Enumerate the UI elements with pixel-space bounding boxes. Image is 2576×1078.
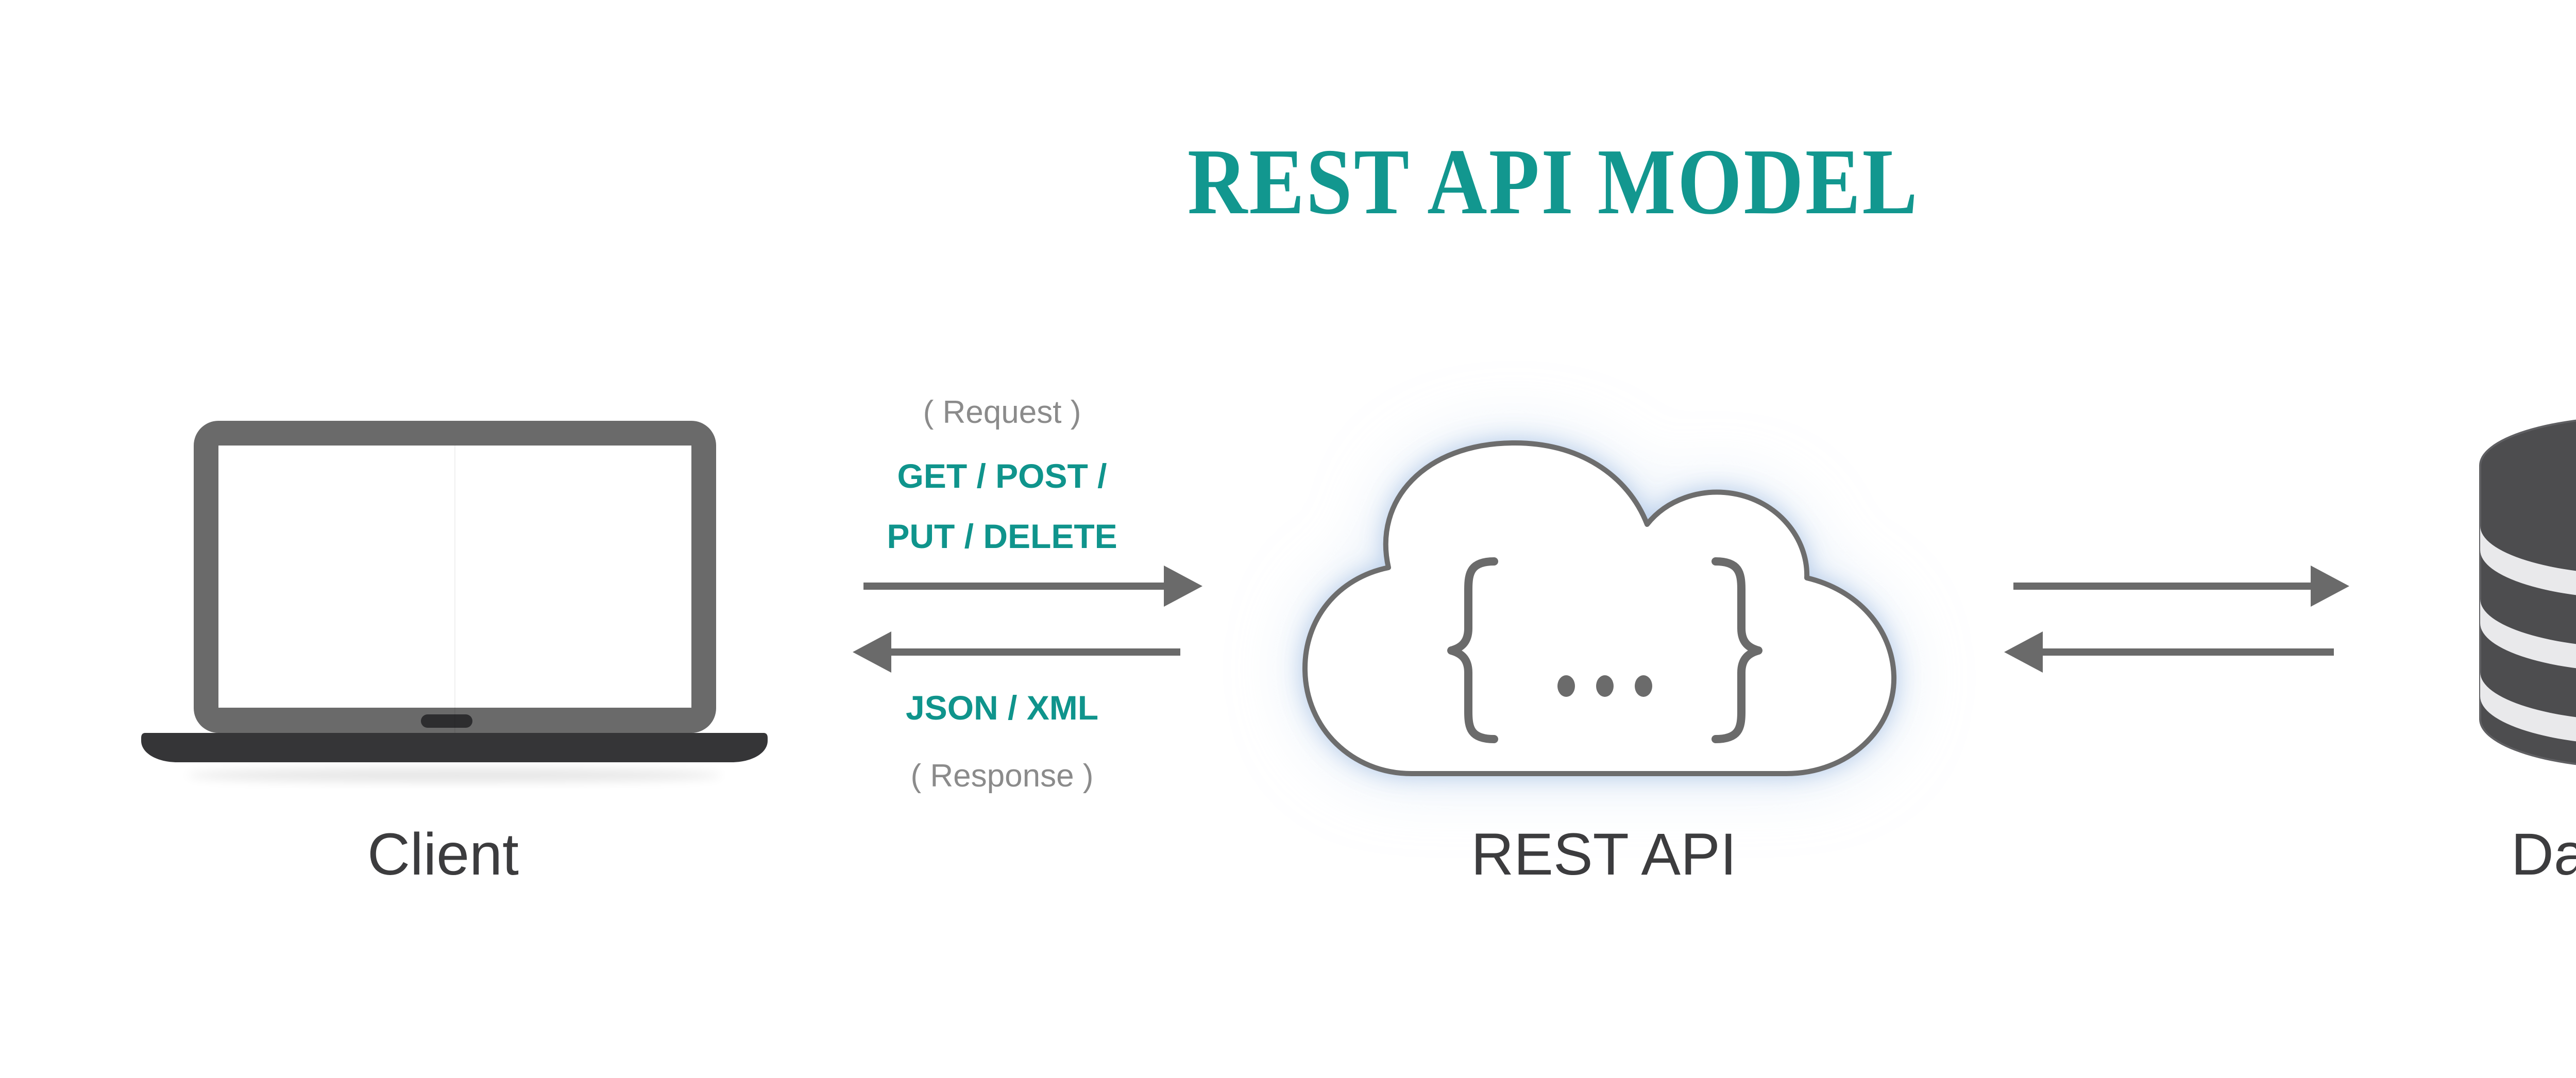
arrow-db-to-api-icon xyxy=(2004,631,2334,673)
laptop-notch xyxy=(421,714,472,728)
database-band xyxy=(2480,599,2576,669)
arrow-head-left xyxy=(853,631,891,673)
response-annotation: ( Response ) xyxy=(910,758,1094,794)
laptop-icon xyxy=(141,421,768,782)
request-annotation: ( Request ) xyxy=(923,395,1081,430)
laptop-base xyxy=(141,733,768,762)
response-formats: JSON / XML xyxy=(905,689,1099,727)
arrow-shaft xyxy=(2013,583,2314,590)
arrow-head-right xyxy=(2311,566,2349,607)
arrow-shaft xyxy=(889,648,1180,656)
request-methods-line2: PUT / DELETE xyxy=(887,517,1117,555)
database-icon xyxy=(2479,419,2576,765)
arrow-api-to-db-icon xyxy=(2013,566,2349,607)
arrow-head-left xyxy=(2004,631,2043,673)
braces-icon xyxy=(1447,557,1762,743)
laptop-shadow xyxy=(187,768,722,782)
database-body xyxy=(2479,419,2576,765)
laptop-screen xyxy=(218,446,691,708)
cloud-icon xyxy=(1302,440,1897,776)
laptop-screen-seam xyxy=(454,446,455,733)
client-label: Client xyxy=(367,822,519,887)
rest-api-label: REST API xyxy=(1471,822,1737,887)
arrow-shaft xyxy=(2040,648,2334,656)
arrow-shaft xyxy=(863,583,1167,590)
request-methods-line1: GET / POST / xyxy=(897,457,1107,495)
database-band xyxy=(2480,672,2576,742)
page-title: REST API MODEL xyxy=(1187,129,1920,234)
arrow-head-right xyxy=(1164,566,1202,607)
database-label: Database xyxy=(2511,822,2576,887)
ellipsis-dots-icon xyxy=(1557,675,1652,697)
database-band xyxy=(2480,526,2576,595)
arrow-api-to-client-icon xyxy=(853,631,1180,673)
cloud-outline xyxy=(1302,440,1897,776)
arrow-client-to-api-icon xyxy=(863,566,1202,607)
